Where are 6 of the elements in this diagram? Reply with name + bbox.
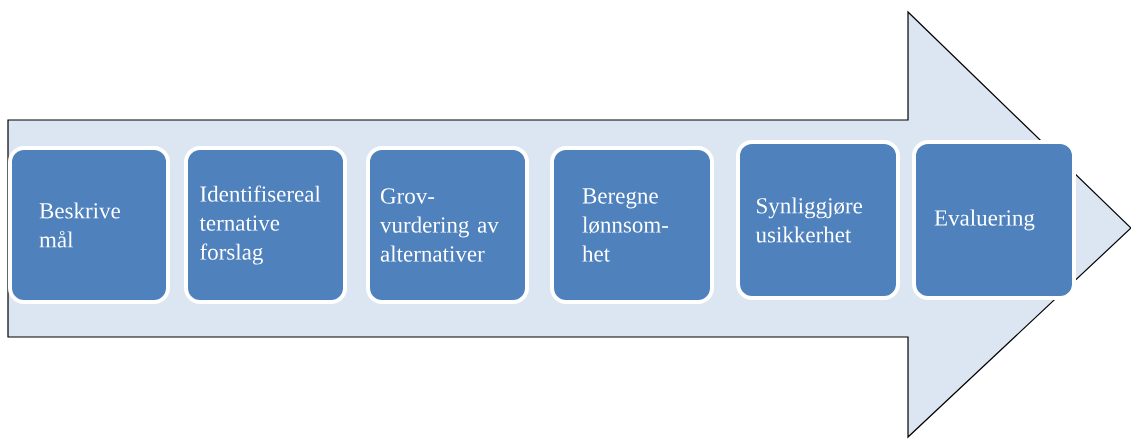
step-box: Beskrive mål xyxy=(8,146,170,304)
step-box: Synliggjøre usikkerhet xyxy=(736,140,900,300)
step-box: Beregne lønnsom- het xyxy=(550,146,714,304)
step-box: Grov- vurdering av alternativer xyxy=(366,146,529,304)
step-box: Evaluering xyxy=(912,140,1076,300)
step-box: Identifisereal ternative forslag xyxy=(184,146,347,304)
